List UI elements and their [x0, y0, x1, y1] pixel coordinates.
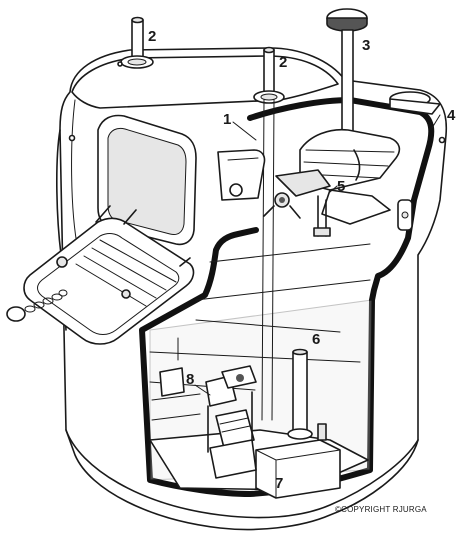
floor-box	[255, 423, 341, 499]
callout-2-left: 2	[148, 28, 156, 45]
callout-3: 3	[362, 37, 370, 54]
callout-6: 6	[312, 331, 320, 348]
seat-assembly	[205, 365, 257, 479]
callout-5: 5	[337, 178, 345, 195]
open-hatch	[23, 217, 195, 345]
callout-4: 4	[447, 107, 456, 124]
callout-8: 8	[186, 371, 194, 388]
vision-glass	[107, 127, 187, 235]
rear-bracket	[389, 91, 441, 231]
periscope-block	[217, 149, 266, 201]
interior-rails	[149, 243, 371, 391]
shell-rivets	[68, 61, 446, 144]
periscope-left	[120, 16, 154, 69]
turret-base-skirt	[65, 429, 419, 519]
hatch-chain	[6, 289, 68, 322]
hatch-inner-frame	[37, 233, 180, 335]
callout-7: 7	[275, 475, 283, 492]
left-stowage	[151, 337, 201, 421]
leader-lines	[194, 114, 441, 396]
periscope-right	[253, 46, 285, 421]
hatch-handle	[95, 205, 191, 267]
hatch-ribs	[75, 239, 177, 307]
copyright-notice: ©COPYRIGHT RJURGA	[335, 505, 427, 514]
gun-mount-mechanism	[263, 128, 401, 237]
hatch-knob	[56, 256, 68, 268]
hull-side-curve-2	[71, 99, 79, 251]
callout-1: 1	[223, 111, 231, 128]
hatch-knob-2	[121, 289, 131, 299]
central-tube	[287, 348, 313, 440]
callout-2-right: 2	[279, 54, 287, 71]
